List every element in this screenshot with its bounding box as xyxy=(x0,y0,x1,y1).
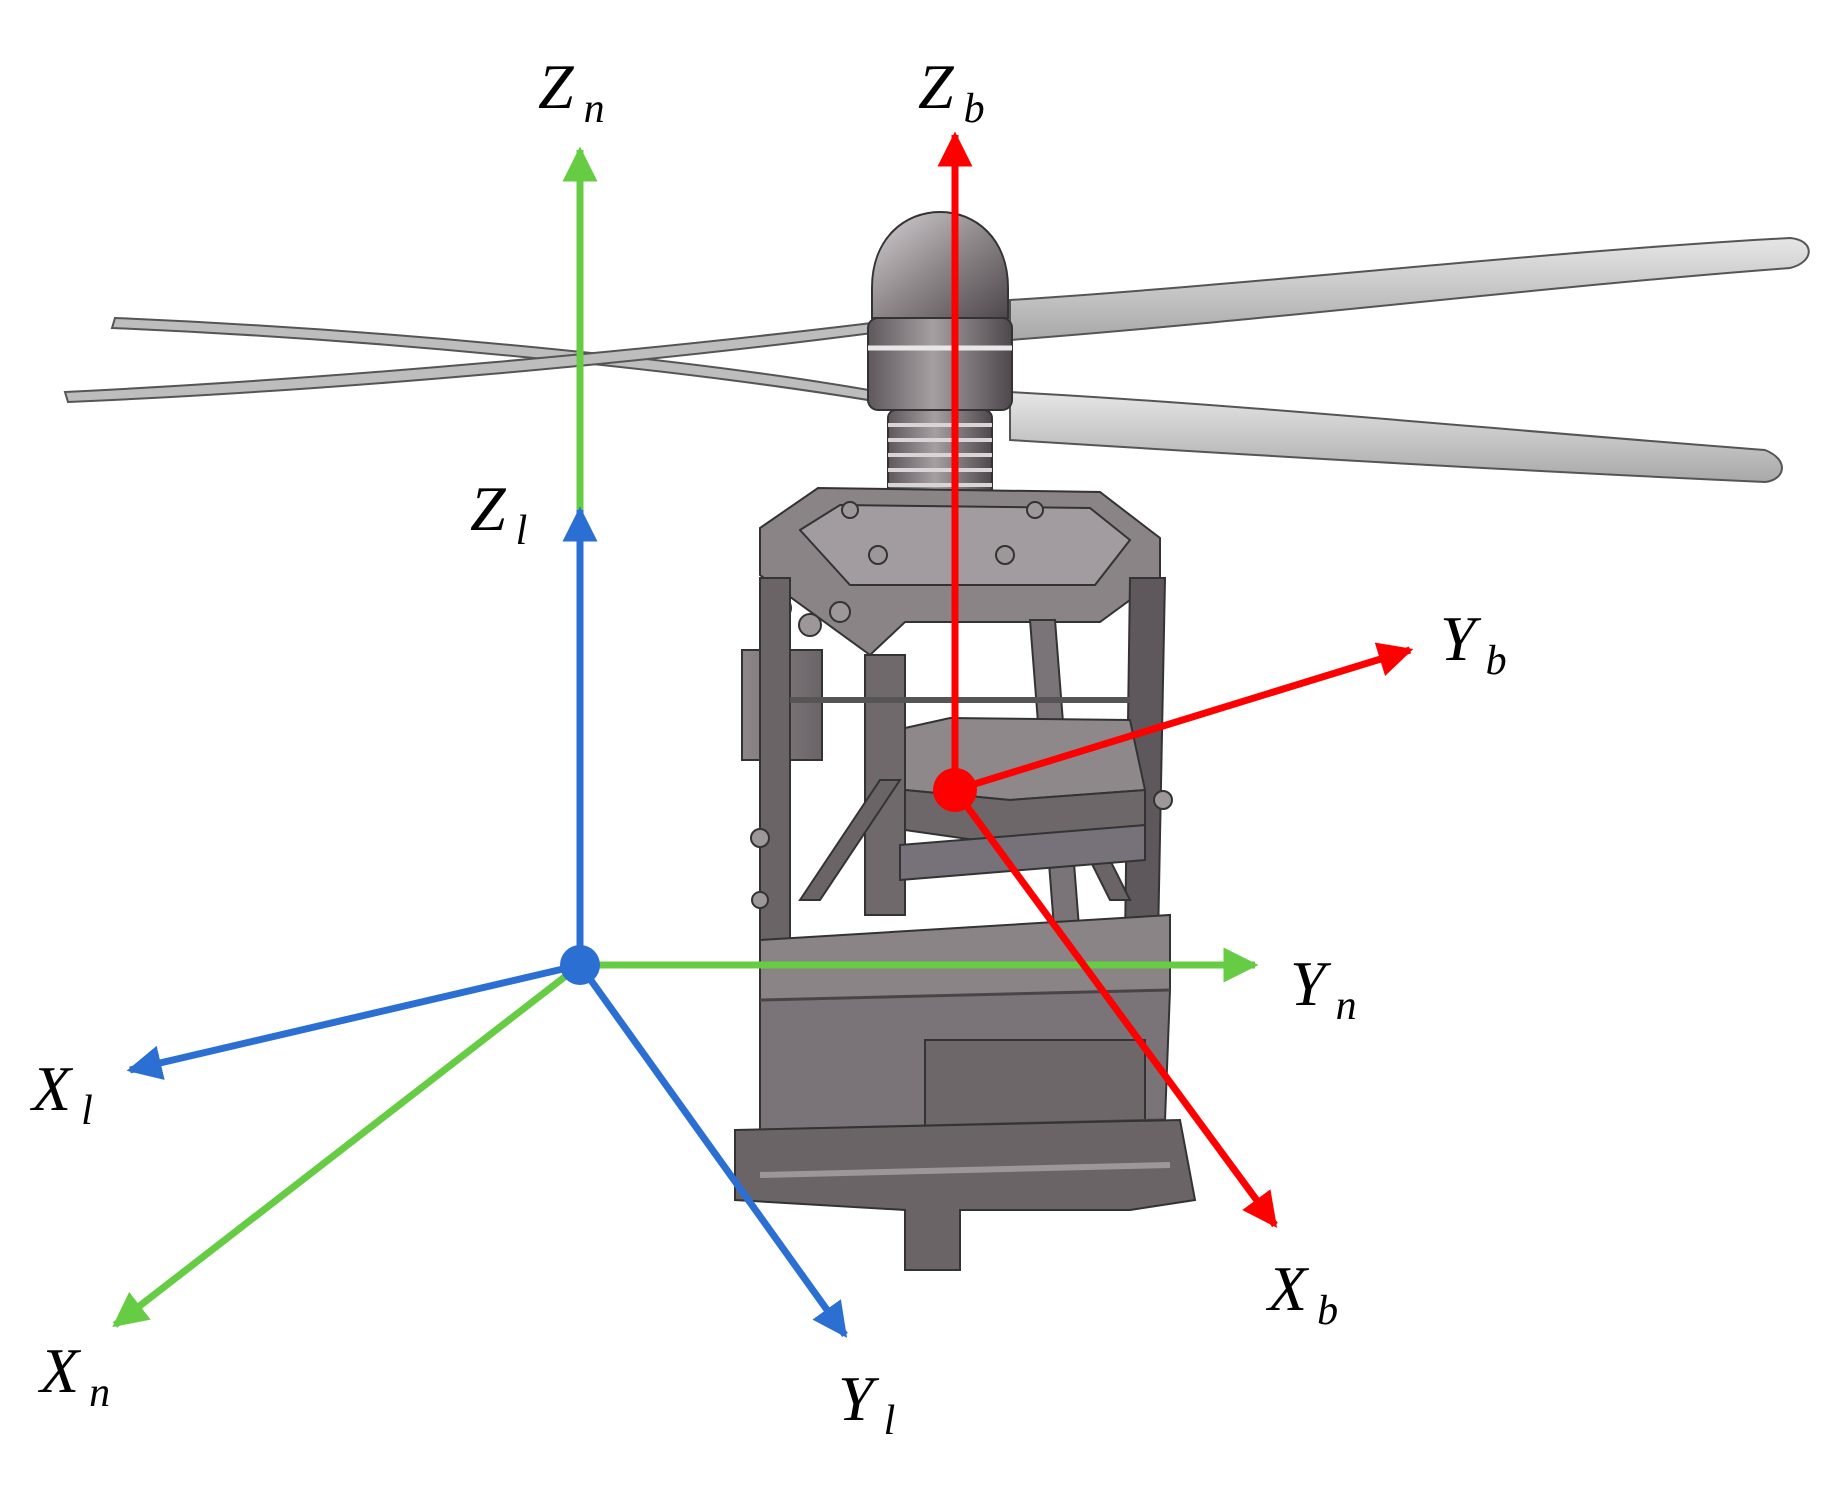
left-leg xyxy=(759,577,791,941)
rotor-blade-left-lower xyxy=(63,320,881,404)
yl-axis xyxy=(577,962,848,1338)
xl-axis xyxy=(126,961,581,1080)
hub-dome xyxy=(871,210,1009,319)
rotor-blades xyxy=(63,236,1810,484)
xn-axis xyxy=(112,962,583,1328)
local-frame xyxy=(126,506,848,1338)
hub-collar xyxy=(867,317,1013,411)
body-frame xyxy=(937,131,1414,1228)
origin-point-nav-local xyxy=(560,945,600,985)
rotor-blade-right-upper xyxy=(1009,236,1810,342)
base-box-top xyxy=(759,913,1171,1002)
yb-axis xyxy=(953,642,1414,794)
xb-axis xyxy=(952,787,1278,1228)
rotor-blade-right-lower xyxy=(1009,390,1783,484)
origin-point-body xyxy=(933,768,977,812)
gimbal-frame xyxy=(734,486,1197,1271)
base-foot xyxy=(734,1118,1197,1271)
